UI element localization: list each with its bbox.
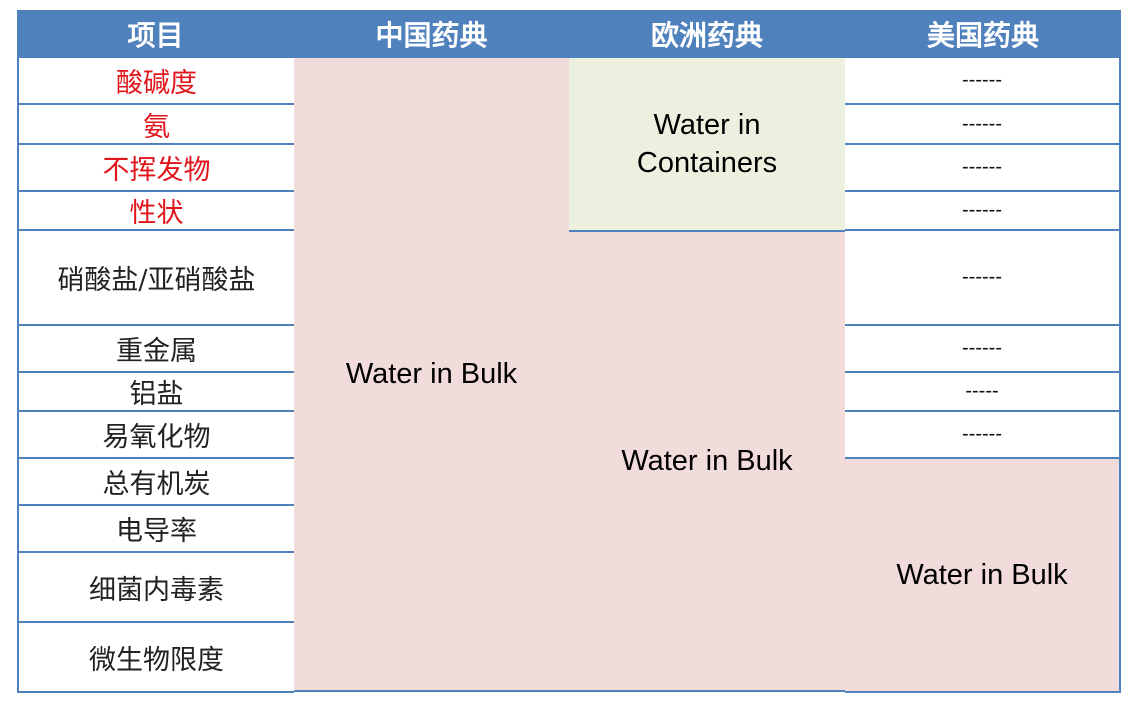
usp-cell: ------ (845, 105, 1121, 145)
item-row: 微生物限度 (17, 623, 294, 693)
usp-cell: ------ (845, 145, 1121, 192)
item-row: 总有机炭 (17, 459, 294, 506)
usp-cell: ------ (845, 231, 1121, 326)
item-row: 细菌内毒素 (17, 553, 294, 623)
item-row: 易氧化物 (17, 412, 294, 459)
usp-water-in-bulk: Water in Bulk (845, 459, 1121, 693)
item-row: 重金属 (17, 326, 294, 373)
ep-water-in-bulk: Water in Bulk (569, 232, 845, 692)
usp-cell: ------ (845, 326, 1121, 373)
usp-cell: ------ (845, 192, 1121, 231)
header-item: 项目 (17, 10, 294, 58)
ep-containers-line1: Water in (653, 109, 761, 141)
item-row: 酸碱度 (17, 58, 294, 105)
ep-containers-line2: Containers (636, 147, 778, 179)
header-ep: 欧洲药典 (569, 10, 845, 58)
item-row: 氨 (17, 105, 294, 145)
item-row: 硝酸盐/亚硝酸盐 (17, 231, 294, 326)
usp-cell: ------ (845, 412, 1121, 459)
header-chp: 中国药典 (294, 10, 569, 58)
item-row: 铝盐 (17, 373, 294, 412)
usp-cell: ----- (845, 373, 1121, 412)
usp-cell: ------ (845, 58, 1121, 105)
chp-water-in-bulk: Water in Bulk (294, 58, 569, 692)
header-usp: 美国药典 (845, 10, 1121, 58)
item-row: 不挥发物 (17, 145, 294, 192)
ep-water-in-containers: Water in Containers (569, 58, 845, 232)
ep-bulk-label: Water in Bulk (621, 445, 793, 477)
item-row: 电导率 (17, 506, 294, 553)
item-row: 性状 (17, 192, 294, 231)
